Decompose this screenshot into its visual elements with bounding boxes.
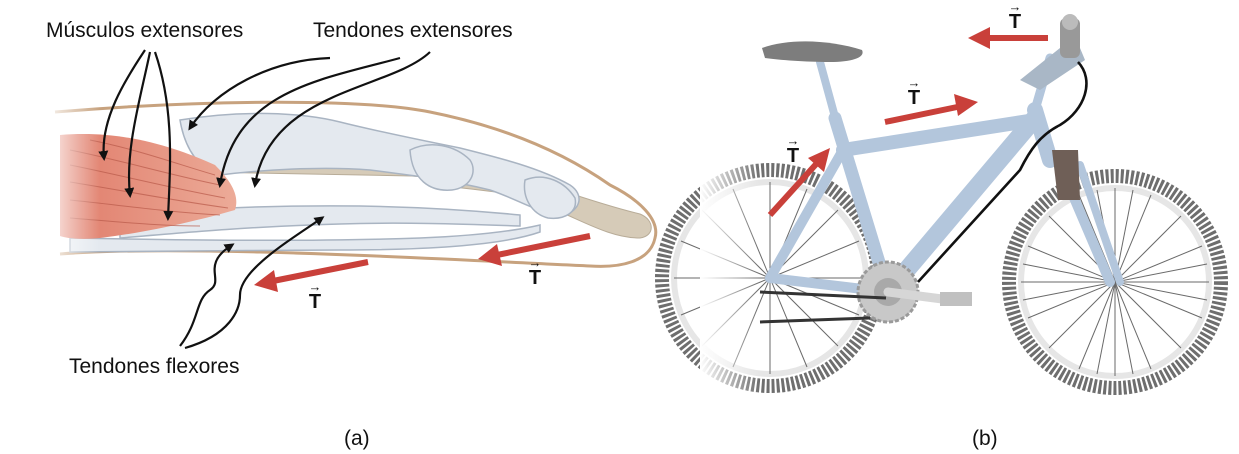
- tension-arrows-b: [767, 27, 1048, 218]
- pointer-flexor-tendon-2: [184, 216, 325, 350]
- label-extensor-muscles: Músculos extensores: [46, 19, 244, 42]
- brake-cable: [917, 61, 1088, 283]
- tension-symbol: T: [786, 145, 800, 167]
- tension-arrowhead-flexor: [254, 270, 278, 292]
- label-pointer-lines: [98, 49, 431, 350]
- tension-arrowhead-seat-stay: [808, 148, 830, 172]
- tension-label-b-top-tube: → T: [905, 75, 923, 109]
- tension-arrows-a: [254, 233, 591, 292]
- pointer-extensor-muscle-1: [98, 49, 146, 161]
- tension-label-b-handlebar: → T: [1006, 0, 1024, 33]
- tension-label-a-flexor: → T: [306, 279, 324, 313]
- vector-mark: →: [528, 255, 542, 270]
- vector-mark: →: [786, 133, 800, 148]
- bicycle-frame: [765, 53, 1124, 301]
- fork-shock: [1052, 150, 1080, 200]
- pointer-extensor-tendon-1: [188, 56, 331, 131]
- tension-label-b-seat-stay: → T: [784, 133, 802, 167]
- vector-mark: →: [907, 75, 921, 90]
- vector-mark: →: [308, 279, 322, 294]
- tension-arrow-seat-stay: [767, 159, 821, 218]
- tension-arrowhead-fingertip: [478, 244, 502, 266]
- tension-arrow-fingertip: [491, 233, 591, 259]
- vector-mark: →: [1008, 0, 1022, 14]
- pointer-extensor-muscle-3: [153, 51, 174, 221]
- pointer-extensor-muscle-2: [124, 51, 152, 198]
- caption-b: (b): [972, 427, 998, 450]
- finger-illustration: [40, 95, 658, 268]
- tension-symbol: T: [528, 267, 542, 289]
- bicycle-illustration: [655, 14, 1228, 430]
- bicycle-chain: [759, 290, 887, 324]
- handlebar: [1020, 14, 1085, 90]
- label-extensor-tendons: Tendones extensores: [313, 19, 513, 42]
- tension-arrow-flexor: [267, 259, 369, 285]
- crankset: [856, 260, 972, 324]
- tension-symbol: T: [907, 87, 921, 109]
- pointer-flexor-tendon-1: [179, 243, 235, 347]
- tension-symbol: T: [1008, 11, 1022, 33]
- tension-arrowhead-handlebar: [968, 27, 990, 49]
- tension-label-a-fingertip: → T: [526, 255, 544, 289]
- caption-a: (a): [344, 427, 370, 450]
- bicycle-saddle: [762, 41, 863, 62]
- label-flexor-tendons: Tendones flexores: [69, 355, 240, 378]
- pointer-extensor-tendon-2: [216, 56, 401, 188]
- tension-symbol: T: [308, 291, 322, 313]
- pointer-extensor-tendon-3: [251, 51, 431, 188]
- tension-arrowhead-top-tube: [954, 94, 978, 116]
- tension-arrow-top-tube: [884, 103, 963, 125]
